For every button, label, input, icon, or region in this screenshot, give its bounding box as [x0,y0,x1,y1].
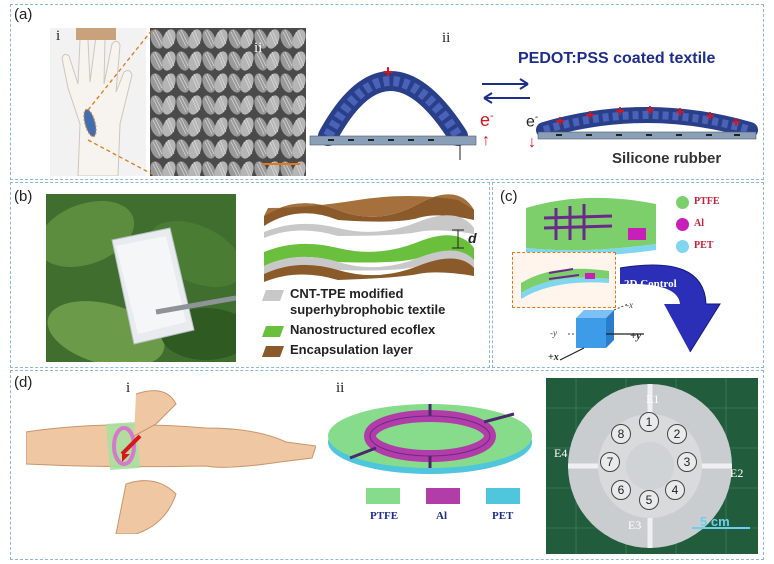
arrow-up-red: ↑ [482,132,490,149]
sem-micrograph [150,28,306,176]
axis-pos-y: +y [630,330,642,342]
pedot-title: PEDOT:PSS coated textile [518,50,716,67]
axis-neg-y: -y [550,328,557,338]
pad-5: 5 [639,490,659,510]
axis-pos-x: +x [548,352,559,363]
sub-ii-micro-label: ii [254,40,263,56]
svg-text:+: + [383,62,394,82]
flat-textile-diagram: + + + + + + + [536,102,758,140]
gap-d-label: d [468,230,477,246]
svg-text:+: + [585,107,594,124]
svg-text:+: + [675,104,684,121]
pad-2: 2 [667,424,687,444]
electrode-e3: E3 [628,518,642,532]
electrode-e2: E2 [730,466,744,480]
panel-d [10,370,764,560]
electrode-e1: E1 [646,392,660,406]
legend-d: PTFE Al PET [366,488,530,528]
electrode-e4: E4 [554,446,568,460]
legend-c-dot-ptfe [676,196,689,209]
pad-6: 6 [611,480,631,500]
pad-1: 1 [639,412,659,432]
silicone-rubber-label: Silicone rubber [612,150,722,167]
pad-8: 8 [611,424,631,444]
sub-d-ii-label: ii [336,380,345,396]
pad-7: 7 [600,452,620,472]
arrow-down-red: ↓ [528,134,536,151]
legend-b-text-1b: superhybrophobic textile [290,302,446,317]
legend-d-swatch-al [426,488,460,504]
panel-a [10,4,764,180]
legend-b-text-2: Nanostructured ecoflex [290,322,436,337]
sub-i-label: i [56,28,61,44]
svg-text:+: + [731,114,740,131]
legend-d-text-ptfe: PTFE [370,510,399,522]
electron-down-label: e- [526,112,539,131]
legend-b-text-1a: CNT-TPE modified [290,286,404,301]
legend-c-text-pet: PET [694,240,714,251]
svg-text:+: + [555,113,564,130]
legend-d-text-pet: PET [492,510,514,522]
panel-b [10,182,490,368]
legend-d-swatch-pet [486,488,520,504]
panel-a-label: (a) [14,6,33,23]
legend-c-dot-al [676,218,689,231]
svg-text:+: + [615,103,624,120]
leaf-photo [46,194,236,362]
cube-axes [559,304,644,361]
panel-c [492,182,764,368]
arched-textile-diagram: + [309,62,477,160]
sub-d-i-label: i [126,380,131,396]
svg-text:+: + [645,102,654,119]
control-arrow [619,264,721,353]
glove-photo [50,28,146,177]
sensor-disc-diagram [328,404,532,474]
svg-text:+: + [705,108,714,125]
legend-c-dot-pet [676,240,689,253]
pad-4: 4 [665,480,685,500]
sub-ii-label: ii [442,30,451,46]
panel-d-label: (d) [14,374,33,391]
layer-stack-diagram [264,194,474,282]
pad-3: 3 [677,452,697,472]
legend-c: PTFE Al PET [676,194,756,260]
inset-bent-sensor [512,252,616,308]
zoom-connector [87,29,153,175]
axis-neg-x: -x [626,300,633,310]
panel-b-label: (b) [14,188,33,205]
arm-illustration [26,390,316,534]
panel-c-label: (c) [500,188,518,205]
reversible-arrows [482,78,530,104]
scale-bar-label: 5 cm [700,514,730,529]
legend-c-text-al: Al [694,218,704,229]
device-photo [546,378,758,554]
control-arrow-text: 2D Control [624,278,677,290]
legend-d-swatch-ptfe [366,488,400,504]
legend-b-text-3: Encapsulation layer [290,342,413,357]
electron-up-label: e- [480,110,494,130]
legend-c-text-ptfe: PTFE [694,196,720,207]
legend-d-text-al: Al [436,510,447,522]
